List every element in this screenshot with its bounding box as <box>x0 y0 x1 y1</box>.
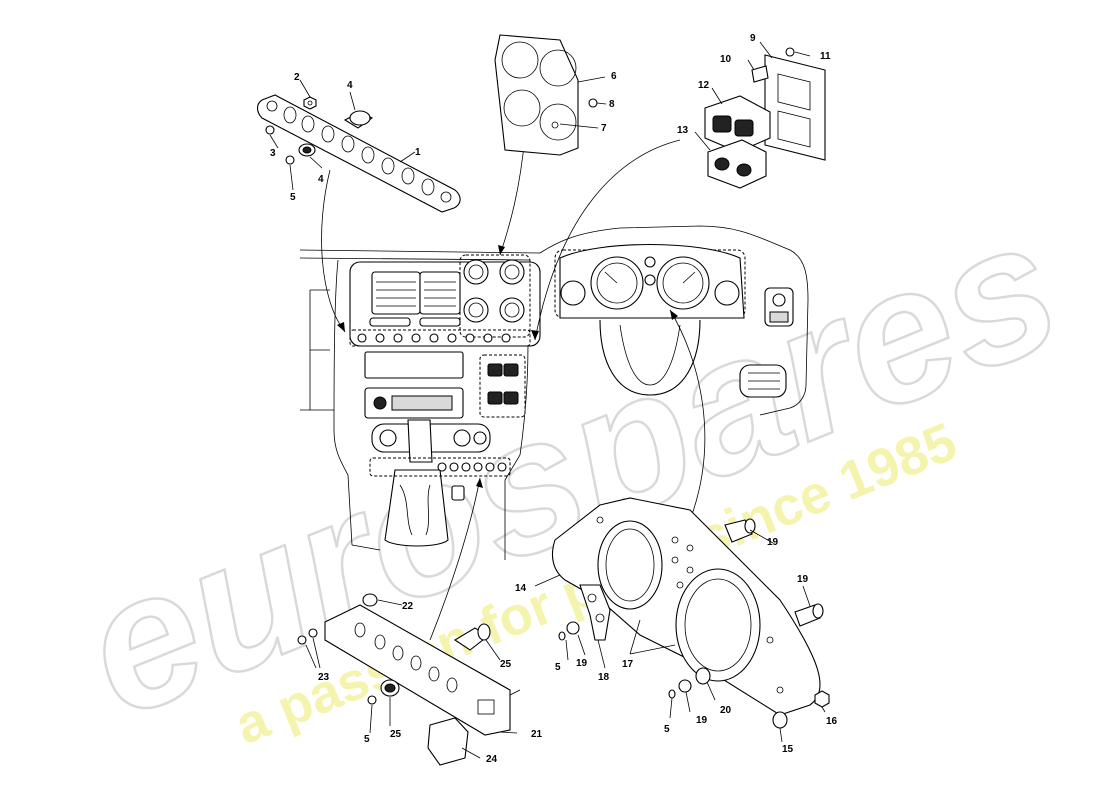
callout-labels: 1 2 3 4 4 5 5 5 5 6 7 8 9 10 11 12 13 14… <box>270 33 838 765</box>
callout-5c: 5 <box>664 724 670 735</box>
callout-16: 16 <box>826 716 838 727</box>
part-switch-pack <box>704 47 826 189</box>
part-switch-panel <box>256 94 461 213</box>
callout-19b: 19 <box>797 574 809 585</box>
callout-9: 9 <box>750 33 756 44</box>
callout-19a: 19 <box>767 537 779 548</box>
callout-4b: 4 <box>318 174 324 185</box>
callout-11: 11 <box>820 51 831 62</box>
callout-21: 21 <box>531 729 543 740</box>
callout-25b: 25 <box>390 729 402 740</box>
callout-23: 23 <box>318 672 330 683</box>
callout-1: 1 <box>415 147 421 158</box>
dashboard-assembly <box>299 225 809 560</box>
leader-lines <box>269 41 826 759</box>
callout-22: 22 <box>402 601 414 612</box>
callout-17: 17 <box>622 659 634 670</box>
callout-2: 2 <box>294 72 300 83</box>
callout-10: 10 <box>720 54 732 65</box>
part-instrument-backplate <box>551 497 830 729</box>
callout-14: 14 <box>515 583 527 594</box>
assembly-arrows <box>321 134 706 641</box>
callout-5a: 5 <box>290 192 296 203</box>
callout-6: 6 <box>611 71 617 82</box>
callout-5b: 5 <box>555 662 561 673</box>
callout-19d: 19 <box>696 715 708 726</box>
callout-15: 15 <box>782 744 794 755</box>
part-console-switch-strip <box>297 593 511 766</box>
callout-7: 7 <box>601 123 607 134</box>
callout-8: 8 <box>609 99 615 110</box>
callout-4a: 4 <box>347 80 353 91</box>
part-gauge-plate <box>494 34 598 156</box>
callout-12: 12 <box>698 80 710 91</box>
callout-13: 13 <box>677 125 689 136</box>
callout-3: 3 <box>270 148 276 159</box>
callout-24: 24 <box>486 754 498 765</box>
callout-5d: 5 <box>364 734 370 745</box>
callout-20: 20 <box>720 705 732 716</box>
callout-19c: 19 <box>576 658 588 669</box>
callout-18: 18 <box>598 672 610 683</box>
callout-25a: 25 <box>500 659 512 670</box>
